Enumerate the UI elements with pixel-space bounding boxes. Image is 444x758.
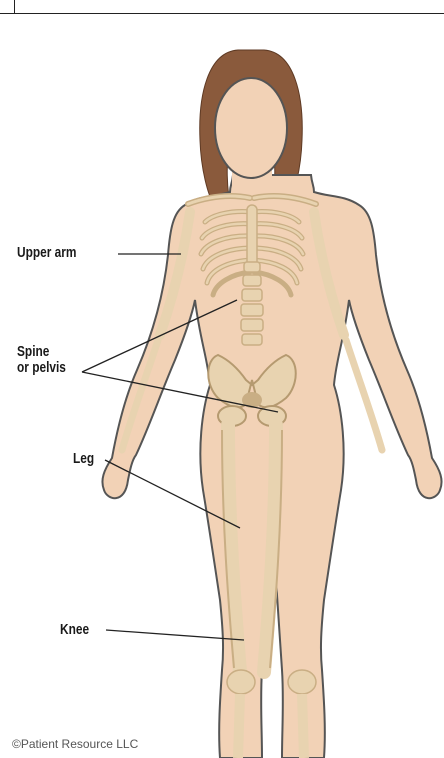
left-knee bbox=[227, 670, 255, 694]
copyright-credit: ©Patient Resource LLC bbox=[12, 737, 138, 751]
right-knee bbox=[288, 670, 316, 694]
label-leg: Leg bbox=[73, 451, 94, 467]
label-upper-arm: Upper arm bbox=[17, 245, 76, 261]
head bbox=[215, 78, 287, 178]
label-spine: Spine bbox=[17, 344, 49, 360]
sternum bbox=[247, 205, 257, 267]
label-knee: Knee bbox=[60, 622, 89, 638]
left-tibia bbox=[238, 694, 240, 758]
right-tibia bbox=[302, 694, 304, 758]
label-or-pelvis: or pelvis bbox=[17, 360, 66, 376]
